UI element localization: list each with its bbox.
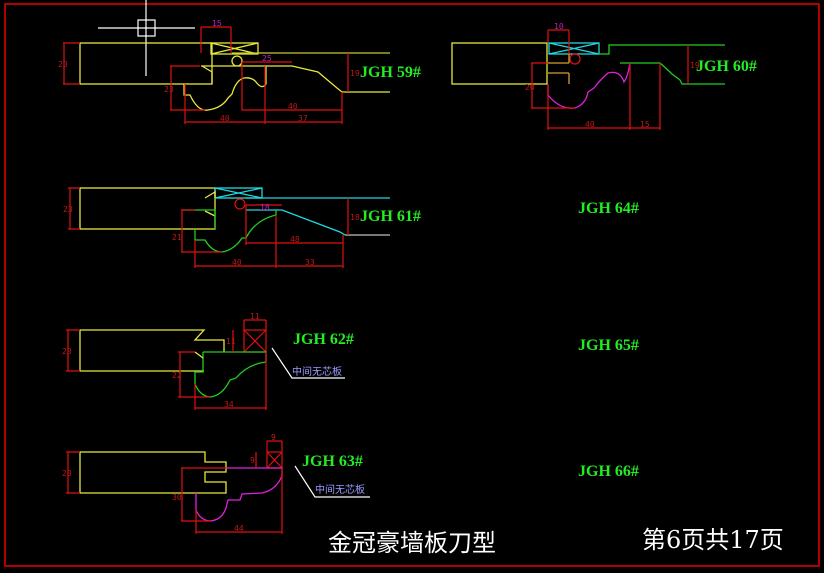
profile-jgh61[interactable]: 23 21 18 18 48 40 33 JGH 61# bbox=[63, 187, 421, 268]
dim-jgh61-bottom-b: 33 bbox=[305, 258, 315, 267]
profile-jgh63-geometry bbox=[79, 451, 283, 522]
profile-label: JGH 60# bbox=[696, 58, 757, 75]
profile-jgh63-dimensions: 20 9 9 30 44 bbox=[62, 433, 283, 534]
profile-jgh65-label[interactable]: JGH 65# bbox=[578, 337, 639, 354]
profile-label: JGH 63# bbox=[302, 453, 363, 470]
page-info: 第6页共17页 bbox=[642, 526, 784, 554]
profile-jgh60[interactable]: 10 20 19 40 15 JGH 60# bbox=[451, 22, 757, 130]
dim-jgh63-drop: 30 bbox=[172, 493, 182, 502]
dim-jgh61-left: 23 bbox=[63, 205, 73, 214]
note-jgh63: 中间无芯板 bbox=[315, 483, 365, 496]
profile-jgh59[interactable]: 20 23 15 25 19 40 40 37 JGH 59# bbox=[58, 19, 421, 124]
dim-jgh61-drop: 21 bbox=[172, 233, 182, 242]
dim-jgh63-side: 9 bbox=[250, 456, 255, 465]
dim-jgh61-right: 18 bbox=[350, 213, 360, 222]
profile-jgh59-geometry bbox=[79, 42, 390, 111]
crosshair-cursor-icon bbox=[98, 0, 195, 76]
note-leader-jgh63 bbox=[294, 465, 370, 498]
dim-jgh60-bottom-a: 40 bbox=[585, 120, 595, 129]
profile-label: JGH 61# bbox=[360, 208, 421, 225]
profile-jgh60-geometry bbox=[451, 42, 725, 109]
profile-label: JGH 62# bbox=[293, 331, 354, 348]
dim-jgh59-left: 20 bbox=[58, 60, 68, 69]
dim-jgh61-span: 48 bbox=[290, 235, 300, 244]
profile-jgh62[interactable]: 20 11 11 22 34 中间无芯板 JGH 62# bbox=[62, 312, 354, 410]
profile-jgh60-dimensions: 10 20 19 40 15 bbox=[525, 22, 700, 130]
note-jgh62: 中间无芯板 bbox=[292, 365, 342, 378]
dim-jgh62-top: 11 bbox=[250, 312, 260, 321]
profile-label: JGH 59# bbox=[360, 64, 421, 81]
profile-jgh64-label[interactable]: JGH 64# bbox=[578, 200, 639, 217]
note-leader-jgh62 bbox=[271, 347, 345, 379]
profile-jgh62-dimensions: 20 11 11 22 34 bbox=[62, 312, 267, 410]
dim-jgh59-right: 19 bbox=[350, 69, 360, 78]
dim-jgh63-left: 20 bbox=[62, 469, 72, 478]
profile-jgh61-dimensions: 23 21 18 18 48 40 33 bbox=[63, 187, 360, 268]
dim-jgh59-inner: 25 bbox=[262, 54, 272, 63]
dim-jgh61-inner: 18 bbox=[260, 203, 270, 212]
drawing-frame bbox=[4, 3, 820, 567]
dim-jgh62-drop: 22 bbox=[172, 371, 182, 380]
drawing-title: 金冠豪墙板刀型 bbox=[328, 529, 496, 557]
dim-jgh59-bottom-a: 40 bbox=[220, 114, 230, 123]
profile-jgh66-label[interactable]: JGH 66# bbox=[578, 463, 639, 480]
dim-jgh60-left: 20 bbox=[525, 83, 535, 92]
dim-jgh59-top: 15 bbox=[212, 19, 222, 28]
profile-jgh62-geometry bbox=[79, 329, 267, 398]
dim-jgh59-drop: 23 bbox=[164, 85, 174, 94]
dim-jgh63-top: 9 bbox=[271, 433, 276, 442]
dim-jgh59-bottom-b: 37 bbox=[298, 114, 308, 123]
dim-jgh63-bottom: 44 bbox=[234, 524, 244, 533]
profile-jgh63[interactable]: 20 9 9 30 44 中间无芯板 JGH 63# bbox=[62, 433, 370, 534]
dim-jgh60-top: 10 bbox=[554, 22, 564, 31]
dim-jgh59-span: 40 bbox=[288, 102, 298, 111]
dim-jgh60-bottom-b: 15 bbox=[640, 120, 650, 129]
dim-jgh62-side: 11 bbox=[226, 337, 236, 346]
profile-jgh59-dimensions: 20 23 15 25 19 40 40 37 bbox=[58, 19, 360, 124]
profile-jgh61-geometry bbox=[79, 187, 390, 253]
dim-jgh60-right: 19 bbox=[690, 61, 700, 70]
dim-jgh62-left: 20 bbox=[62, 347, 72, 356]
dim-jgh61-bottom-a: 40 bbox=[232, 258, 242, 267]
dim-jgh62-bottom: 34 bbox=[224, 400, 234, 409]
